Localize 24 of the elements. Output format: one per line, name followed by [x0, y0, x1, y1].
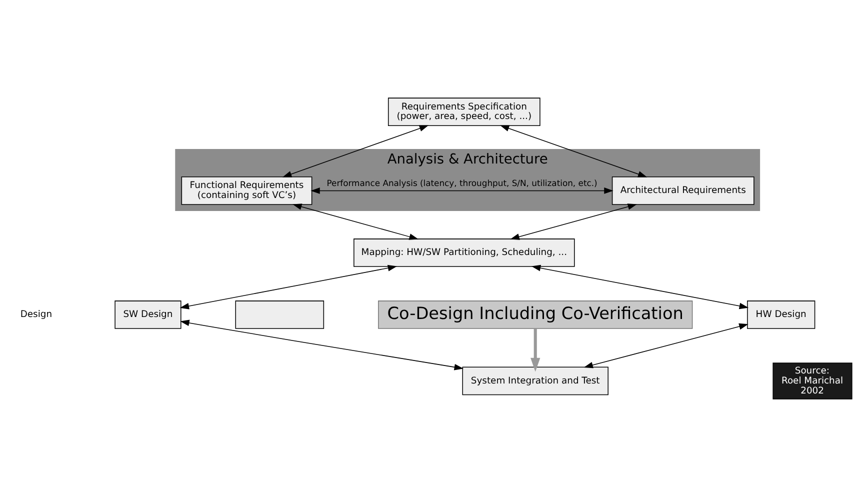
arrow — [530, 328, 540, 372]
edge-label: Performance Analysis (latency, throughput, S/N, utilization, etc.) — [326, 178, 598, 188]
node-box: System Integration and Test — [462, 366, 608, 396]
label: Design — [20, 309, 52, 320]
node-box: HW Design — [747, 300, 816, 329]
node-box — [235, 300, 324, 329]
node-box: SW Design — [114, 300, 182, 329]
label: Source: — [794, 365, 830, 376]
node-box: Functional Requirements (containing soft VC’s) — [181, 176, 312, 205]
arrow — [584, 323, 748, 368]
node-box: Requirements Specification (power, area, speed, cost, ...) — [388, 98, 540, 126]
arrow — [500, 125, 648, 178]
node-box: Mapping: HW/SW Partitioning, Scheduling, ... — [354, 238, 575, 267]
arrow — [531, 264, 749, 310]
arrow — [510, 204, 637, 240]
arrow — [292, 204, 418, 240]
arrow — [310, 187, 614, 194]
arrow — [180, 320, 464, 370]
node-box: Co-Design Including Co-Verification — [378, 300, 693, 329]
arrow — [180, 264, 398, 310]
label: Roel Marichal — [781, 375, 844, 386]
arrow — [282, 125, 429, 178]
node-box: Architectural Requirements — [612, 176, 754, 205]
label: 2002 — [800, 385, 824, 396]
